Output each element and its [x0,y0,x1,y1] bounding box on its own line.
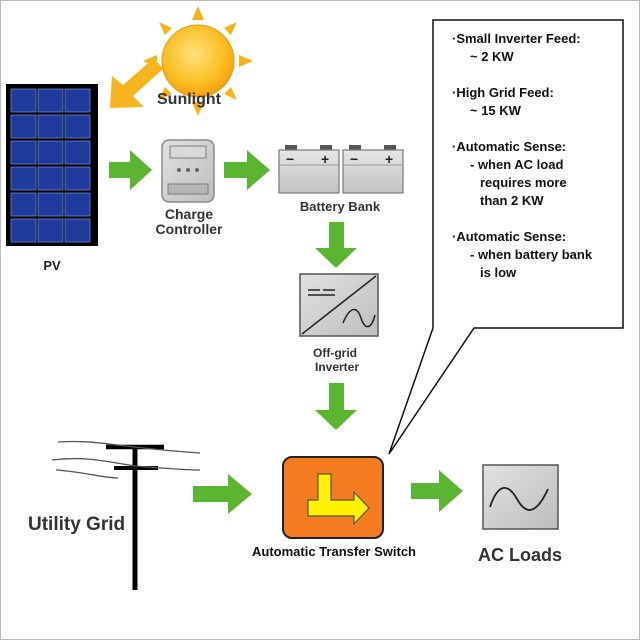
sense1-title: ·Automatic Sense: [452,139,567,154]
pv-cell [37,166,64,191]
battery-bank-icon [278,145,404,194]
battery-right [342,145,404,194]
callout-text: ·Small Inverter Feed: ~ 2 KW ·High Grid … [452,30,622,300]
sense1-line2: requires more [480,175,567,190]
small-feed-value: ~ 2 KW [470,49,514,64]
inverter-label-line2: Inverter [314,360,360,374]
pv-cell [10,166,37,191]
battery-bank-label: Battery Bank [299,199,381,214]
high-feed-title: ·High Grid Feed: [452,85,554,100]
sense1-line1: - when AC load [470,157,564,172]
arrow-ats-to-loads [411,470,463,512]
high-feed-value: ~ 15 KW [470,103,521,118]
battery-left-minus: − [286,151,295,167]
pv-cell [37,218,64,243]
pv-label: PV [43,258,61,273]
arrow-battery-to-inverter [315,222,357,268]
sun-icon [143,6,253,116]
callout-item-small-feed: ·Small Inverter Feed: ~ 2 KW [452,30,622,66]
utility-grid-label: Utility Grid [28,514,126,535]
inverter-label-line1: Off-grid [313,346,357,360]
small-feed-title: ·Small Inverter Feed: [452,31,581,46]
pv-cell [10,218,37,243]
pv-cell [37,140,64,165]
charge-controller-label-line1: Charge [164,206,214,222]
pv-panel-icon [6,84,98,246]
arrow-pv-to-controller [109,150,152,190]
utility-pole-icon [51,440,201,590]
ac-loads-icon [482,464,559,530]
sunlight-arrow [110,58,163,108]
pv-cell [64,218,91,243]
pv-cell [64,166,91,191]
charge-controller-icon [161,139,215,203]
arrow-inverter-to-ats [315,383,357,430]
battery-right-minus: − [350,151,359,167]
sense1-line3: than 2 KW [480,193,544,208]
pv-cell [10,88,37,113]
pv-cell [64,88,91,113]
callout-item-high-feed: ·High Grid Feed: ~ 15 KW [452,84,622,120]
arrow-grid-to-ats [193,474,252,514]
inverter-icon [299,273,379,337]
arrow-controller-to-battery [224,150,270,190]
pv-cell [37,192,64,217]
battery-right-plus: + [385,151,394,167]
sense2-line2: is low [480,265,517,280]
sense2-title: ·Automatic Sense: [452,229,567,244]
sunlight-label: Sunlight [157,91,221,108]
ats-label: Automatic Transfer Switch [252,544,416,559]
pv-cell [64,192,91,217]
callout-box [388,19,624,455]
battery-left-plus: + [321,151,330,167]
battery-left [278,145,340,194]
ats-icon [282,456,384,539]
ac-loads-label: AC Loads [477,545,563,565]
pv-cell [64,114,91,139]
pv-cell [64,140,91,165]
pv-cell [37,88,64,113]
pv-cell [10,140,37,165]
pv-cell [37,114,64,139]
callout-item-sense-load: ·Automatic Sense: - when AC load require… [452,138,622,210]
sense2-line1: - when battery bank [470,247,593,262]
pv-cell [10,192,37,217]
charge-controller-label-line2: Controller [155,221,223,237]
callout-item-sense-battery: ·Automatic Sense: - when battery bank is… [452,228,622,282]
pv-cell [10,114,37,139]
